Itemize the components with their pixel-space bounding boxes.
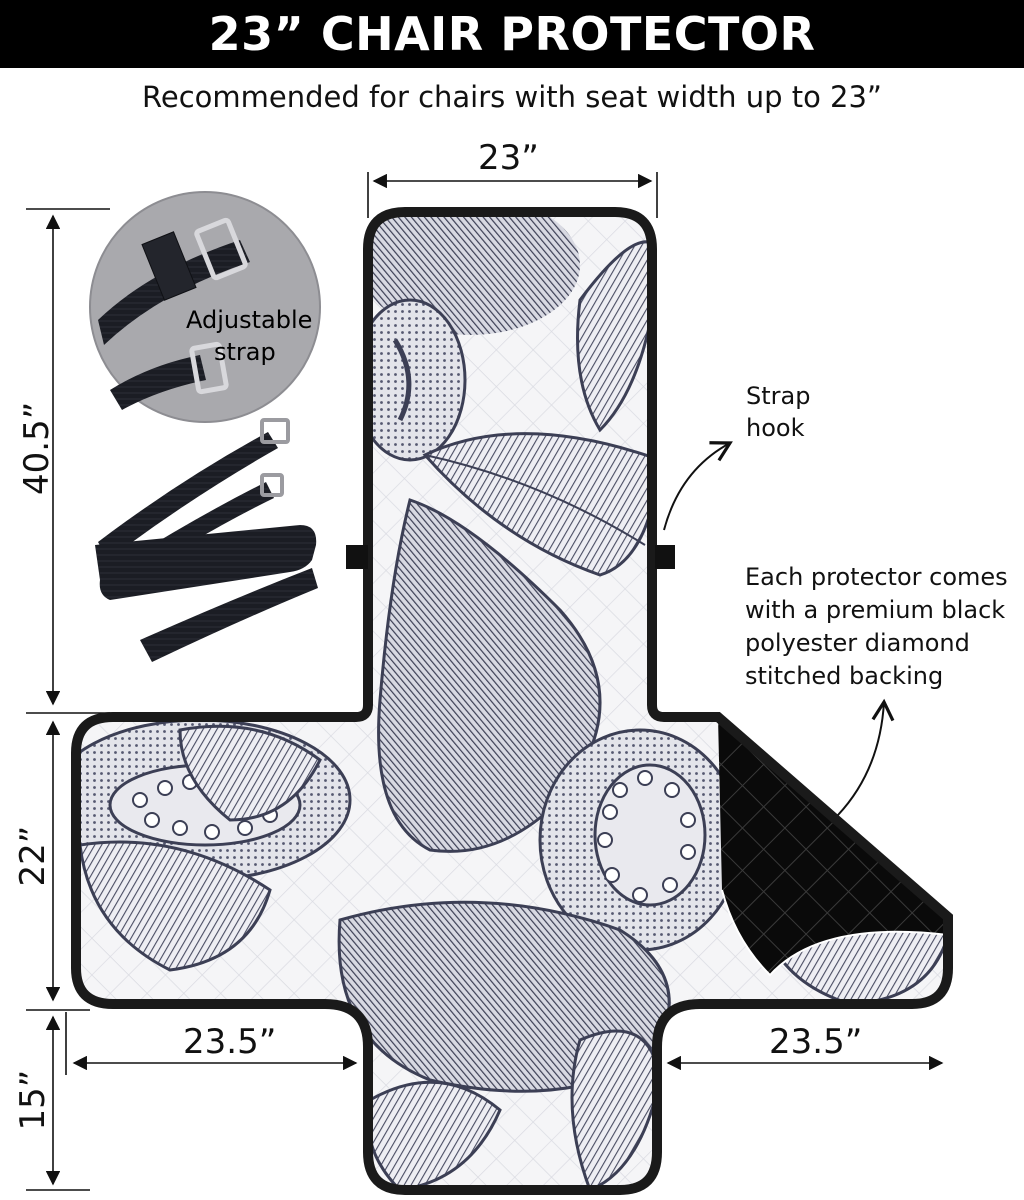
backing-callout-line1: Each protector comes — [745, 563, 1008, 591]
back-height-label: 40.5” — [17, 401, 57, 495]
dimension-lines — [26, 172, 944, 1191]
hook-callout-line2: hook — [746, 414, 805, 442]
protector-border — [71, 207, 953, 1195]
strap-callout-line2: strap — [214, 338, 276, 366]
back-width-label: 23” — [478, 138, 539, 178]
guava-leaf-pattern — [76, 212, 948, 1190]
hook-callout-line1: Strap — [746, 382, 811, 410]
adjustable-strap-photo — [89, 191, 321, 423]
backing-callout-line4: stitched backing — [745, 662, 944, 690]
seat-depth-label: 22” — [13, 825, 53, 887]
flap-height-label: 15” — [13, 1069, 53, 1131]
right-strap-hook — [655, 545, 675, 569]
left-arm-width-label: 23.5” — [183, 1022, 277, 1062]
backing-callout-line2: with a premium black — [745, 596, 1006, 624]
right-arm-width-label: 23.5” — [769, 1022, 863, 1062]
strap-hook-arrow — [663, 441, 733, 531]
protector-body — [71, 207, 953, 1195]
backing-arrow — [837, 698, 895, 816]
strap-callout-line1: Adjustable — [186, 306, 313, 334]
page-title: 23” CHAIR PROTECTOR — [0, 0, 1024, 68]
page-subtitle: Recommended for chairs with seat width u… — [142, 80, 882, 114]
backing-callout-line3: polyester diamond — [745, 629, 970, 657]
quilted-backing — [718, 717, 949, 977]
left-strap-hook — [346, 545, 368, 569]
strap-bundle-image — [95, 418, 318, 662]
